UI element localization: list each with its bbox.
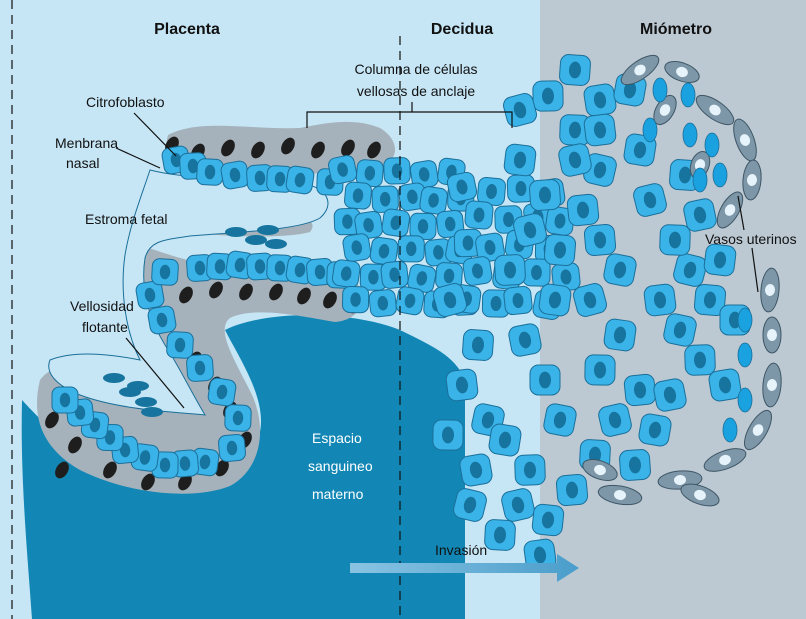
trophoblast-cell [488,423,522,457]
trophoblast-cell [708,368,742,402]
label-invasion: Invasión [435,542,487,558]
label-vasos: Vasos uterinos [705,231,797,247]
vessel-lumen-cell [738,343,752,367]
region-title-placenta: Placenta [154,21,220,38]
label-estroma: Estroma fetal [85,211,167,227]
trophoblast-cell [196,158,223,185]
label-vellosidad-line2: flotante [82,319,128,335]
trophoblast-cell [395,286,425,316]
trophoblast-cell [52,387,78,413]
trophoblast-cell [533,81,564,112]
trophoblast-cell [398,236,424,262]
trophoblast-cell [638,413,673,448]
trophoblast-cell [372,186,399,213]
vessel-lumen-cell [705,133,719,157]
trophoblast-cell [166,331,193,358]
trophoblast-cell [218,434,246,462]
trophoblast-cell [419,186,448,215]
trophoblast-cell [225,405,252,432]
region-title-miometro: Miómetro [640,21,712,38]
trophoblast-cell [603,318,637,352]
trophoblast-cell [503,286,533,316]
trophoblast-cell [381,208,410,237]
trophoblast-cell [624,374,657,407]
trophoblast-cell [151,258,178,285]
trophoblast-cell [659,224,690,255]
trophoblast-cell [557,142,593,178]
trophoblast-cell [459,453,494,488]
trophoblast-cell [380,261,409,290]
trophoblast-cell [503,143,536,176]
trophoblast-cell [285,165,315,195]
trophoblast-cell [662,312,698,348]
trophoblast-cell [703,243,736,276]
trophoblast-cell [147,305,177,335]
label-membrana-line2: nasal [66,155,99,171]
trophoblast-cell [462,329,494,361]
trophoblast-cell [327,154,358,185]
label-espacio-line3: materno [312,486,364,502]
trophoblast-cell [559,54,591,86]
trophoblast-cell [186,354,214,382]
vessel-lumen-cell [713,163,727,187]
vessel-lumen-cell [738,388,752,412]
trophoblast-cell [342,233,372,263]
label-espacio-line1: Espacio [312,430,362,446]
trophoblast-cell [369,289,398,318]
trophoblast-cell [544,234,577,267]
trophoblast-cell [602,252,637,287]
trophoblast-cell [507,322,542,357]
region-title-decidua: Decidua [431,21,493,38]
trophoblast-cell [584,224,617,257]
trophoblast-cell [532,504,565,537]
vessel-lumen-cell [693,168,707,192]
trophoblast-cell [619,449,651,481]
trophoblast-cell [684,344,715,375]
trophoblast-cell [523,259,550,286]
vessel-lumen-cell [653,78,667,102]
trophoblast-cell [484,519,516,551]
trophoblast-cell [342,286,368,312]
label-columna-line2: vellosas de anclaje [357,83,476,99]
trophoblast-cell [585,355,616,386]
trophoblast-cell [494,254,526,286]
trophoblast-cell [433,420,464,451]
trophoblast-cell [446,171,478,203]
trophoblast-cell [583,113,616,146]
trophoblast-cell [384,157,411,184]
trophoblast-cell [462,256,493,287]
vessel-lumen-cell [683,123,697,147]
label-columna-line1: Columna de células [355,61,478,77]
trophoblast-cell [464,200,493,229]
trophoblast-cell [538,283,572,317]
vessel-lumen-cell [738,308,752,332]
trophoblast-cell [652,377,687,412]
vessel-lumen-cell [681,83,695,107]
trophoblast-cell [542,402,577,437]
trophoblast-cell [529,179,561,211]
vessel-lumen-cell [643,118,657,142]
trophoblast-cell [344,182,372,210]
trophoblast-cell [514,454,545,485]
label-membrana-line1: Menbrana [55,135,118,151]
trophoblast-cell [556,474,589,507]
label-espacio-line2: sanguineo [308,458,373,474]
vessel-lumen-cell [723,418,737,442]
trophoblast-cell [332,259,361,288]
trophoblast-cell [445,368,478,401]
trophoblast-cell [567,194,600,227]
trophoblast-cell [583,83,617,117]
vessel-cell [763,317,781,353]
trophoblast-cell [682,197,718,233]
label-vellosidad-line1: Vellosidad [70,298,134,314]
trophoblast-cell [643,283,676,316]
trophoblast-cell [220,160,250,190]
trophoblast-cell [207,377,237,407]
label-citrofoblasto: Citrofoblasto [86,94,165,110]
trophoblast-cell [530,365,560,395]
